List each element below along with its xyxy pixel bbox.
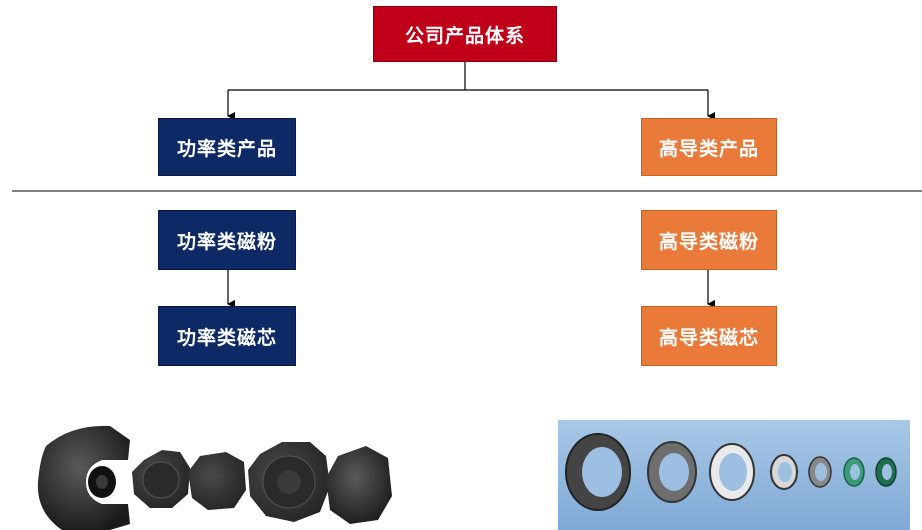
toroid-small-green-2 <box>875 457 897 487</box>
right-category-label: 高导类产品 <box>658 137 759 160</box>
round-core-large-shape <box>248 442 330 522</box>
right-core-label: 高导类磁芯 <box>658 326 759 349</box>
left-powder-label: 功率类磁粉 <box>176 230 277 253</box>
left-powder-node: 功率类磁粉 <box>158 210 296 270</box>
round-core-small-shape <box>132 450 190 508</box>
root-label: 公司产品体系 <box>404 24 525 47</box>
left-category-node: 功率类产品 <box>158 118 296 176</box>
right-category-node: 高导类产品 <box>641 118 777 176</box>
power-ferrite-cores-photo <box>37 425 392 530</box>
right-powder-node: 高导类磁粉 <box>641 210 777 270</box>
root-node: 公司产品体系 <box>373 6 557 62</box>
toroid-small-2 <box>808 456 832 488</box>
toroid-small-1 <box>770 454 798 490</box>
left-core-label: 功率类磁芯 <box>176 326 277 349</box>
left-core-node: 功率类磁芯 <box>158 306 296 366</box>
octagon-core-small-shape <box>188 452 246 510</box>
octagon-core-large-shape <box>326 446 392 524</box>
toroid-small-green-1 <box>843 457 865 487</box>
left-category-label: 功率类产品 <box>176 137 277 160</box>
pot-core-shape <box>37 425 130 530</box>
right-core-node: 高导类磁芯 <box>641 306 777 366</box>
high-permeability-toroid-cores-photo <box>558 420 910 530</box>
toroid-medium-1 <box>647 441 697 503</box>
toroid-medium-2 <box>709 443 755 501</box>
toroid-large <box>565 433 631 511</box>
right-powder-label: 高导类磁粉 <box>658 230 759 253</box>
